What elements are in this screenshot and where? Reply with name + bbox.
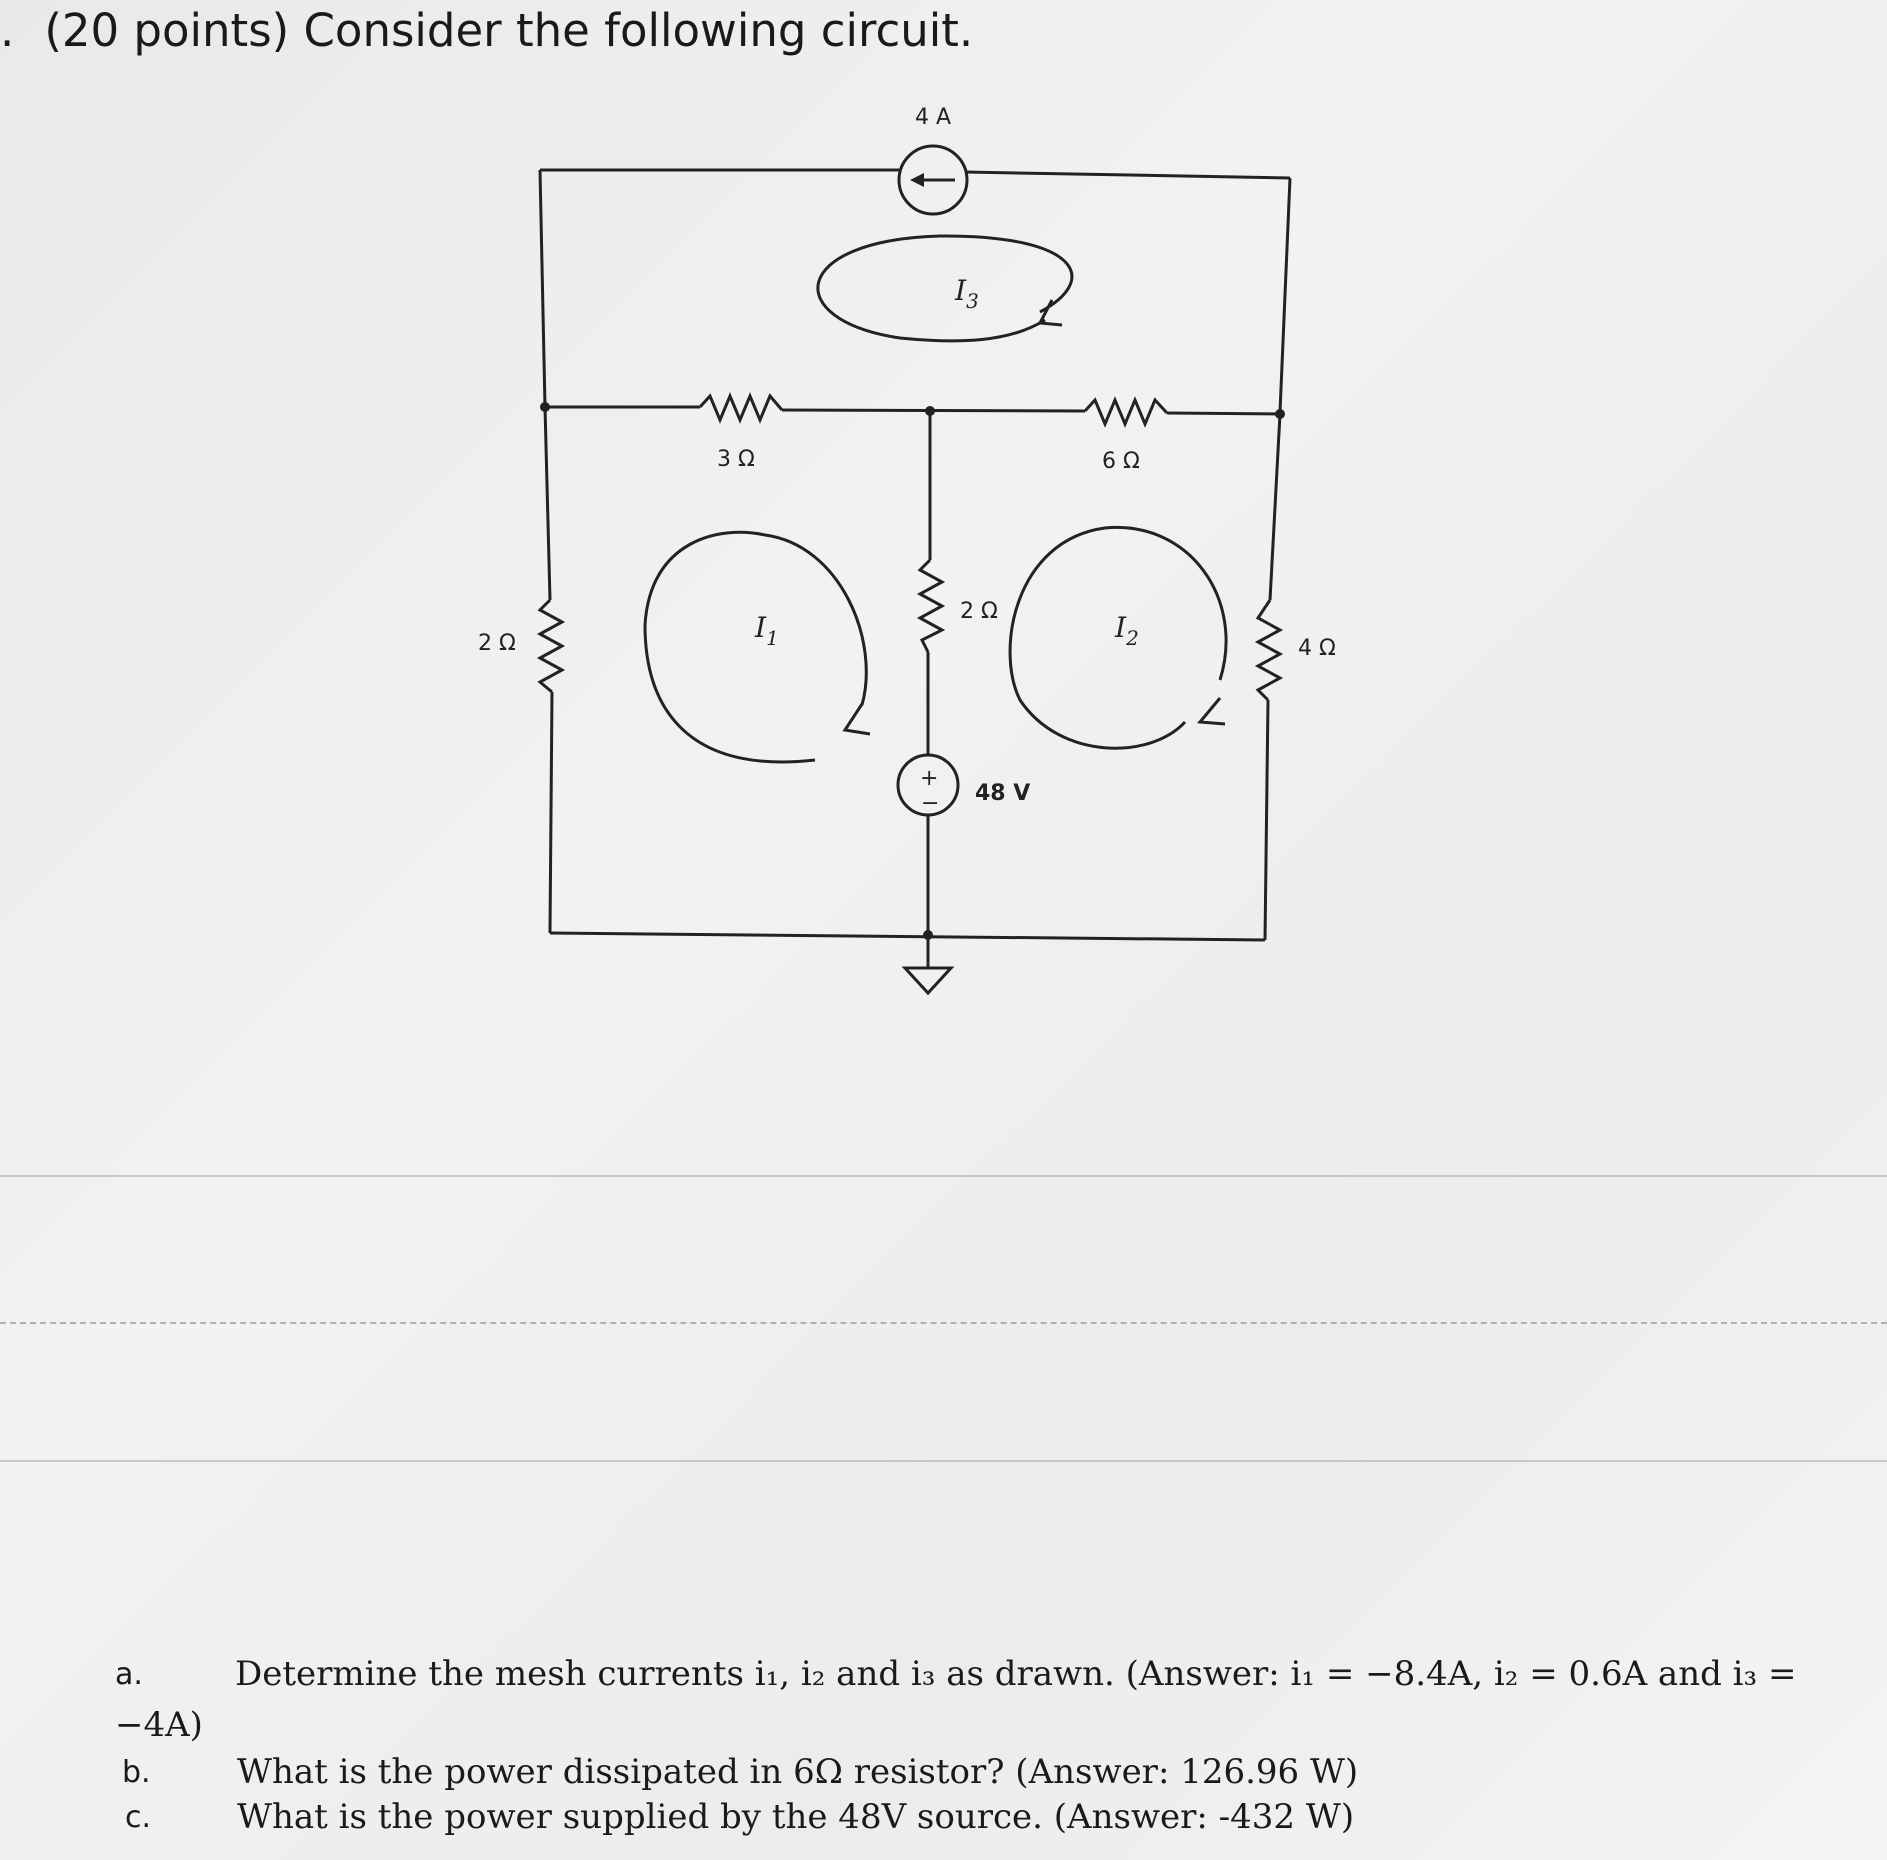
current-source-symbol [897,144,969,216]
resistor-2-ohm-center-zigzag [916,558,946,653]
divider-line [0,1175,1887,1177]
divider-line [0,1460,1887,1462]
mesh-1-arrow-icon [842,703,871,736]
mesh-3-label: I3 [954,274,979,313]
wire-mid-right [1166,411,1281,416]
resistor-4-ohm-zigzag [1254,599,1284,702]
mesh-loop-3 [816,234,1074,343]
part-c-text: What is the power supplied by the 48V so… [237,1797,1355,1837]
mesh-2-label: I2 [1114,611,1139,650]
resistor-6-ohm-label: 6 Ω [1102,449,1140,474]
mesh-loop-2 [1008,525,1228,750]
wire-left-upper [538,169,547,408]
resistor-3-ohm-label: 3 Ω [717,447,755,472]
mesh-1-label: I1 [754,611,779,650]
part-b-text: What is the power dissipated in 6Ω resis… [237,1752,1359,1792]
circuit-diagram: 4 A I3 I1 I2 3 Ω 6 Ω 2 Ω 2 Ω 4 Ω + − 48 … [478,105,1336,996]
part-a-text-continued: −4A) [115,1705,203,1745]
current-source-label: 4 A [915,105,951,130]
wire-left-mid [543,406,552,601]
part-a-text: Determine the mesh currents i₁, i₂ and i… [235,1654,1797,1694]
wire-right-upper [1278,177,1292,413]
minus-sign: − [921,791,939,816]
dashed-divider [0,1322,1887,1324]
resistor-6-ohm-zigzag [1083,396,1169,428]
resistor-3-ohm-zigzag [698,392,784,424]
part-a-letter: a. [115,1657,143,1692]
resistor-2-ohm-left-zigzag [536,598,566,694]
question-header: .(20 points) Consider the following circ… [0,4,974,57]
arrow-left-icon [910,173,924,187]
wire-right-lower [1263,699,1270,941]
voltage-source-label: 48 V [975,781,1030,806]
part-c-letter: c. [125,1800,152,1835]
resistor-4-ohm-label: 4 Ω [1298,636,1336,661]
ground-symbol [901,966,955,996]
resistor-2-ohm-left-label: 2 Ω [478,631,516,656]
plus-sign: + [920,766,938,791]
wire-right-mid [1268,413,1282,601]
part-b-letter: b. [122,1755,151,1790]
wire-bottom [549,931,1266,942]
wire-left-lower [548,691,554,934]
wire-top-right [964,170,1291,180]
mesh-2-arrow-icon [1196,697,1226,726]
resistor-2-ohm-center-label: 2 Ω [960,599,998,624]
mesh-3-arrow-icon [1037,299,1063,327]
mesh-loop-1 [643,530,868,764]
